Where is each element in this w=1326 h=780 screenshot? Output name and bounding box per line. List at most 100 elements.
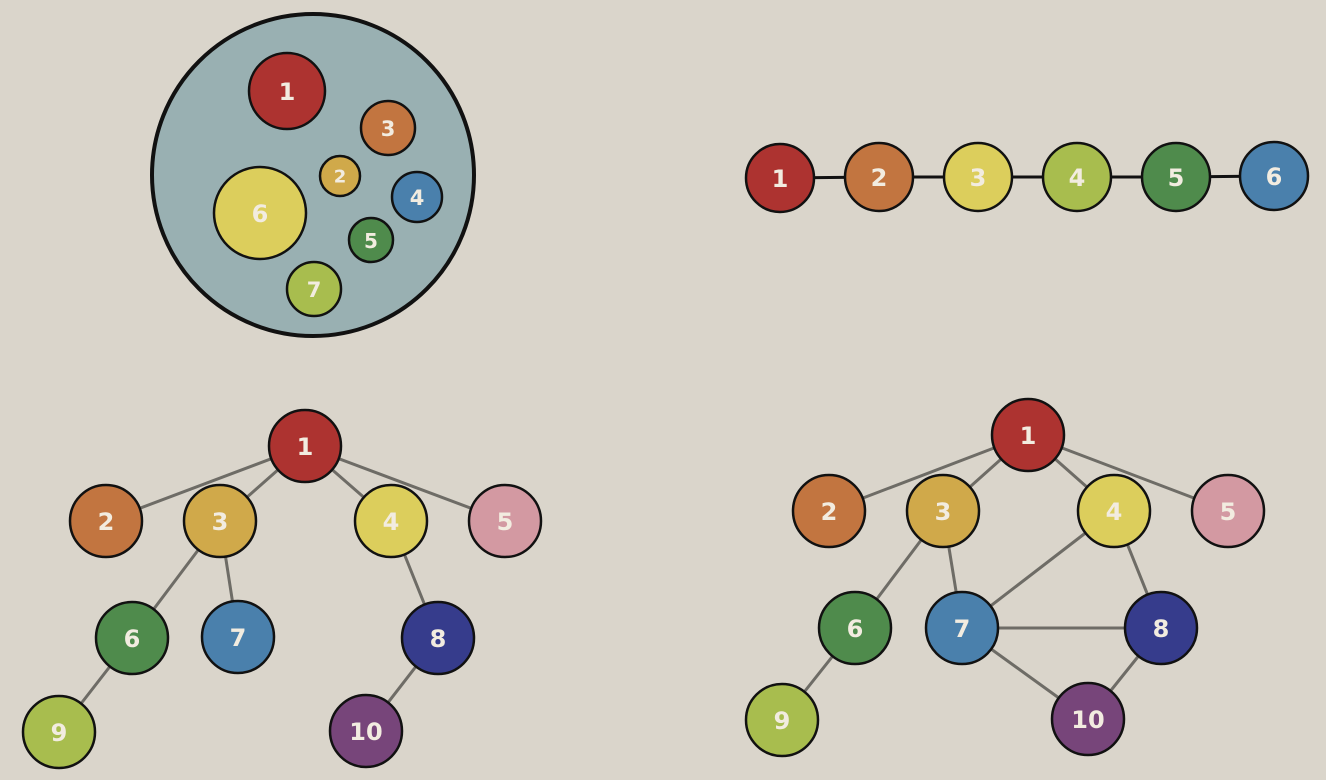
tree-node-3-circle	[182, 483, 258, 559]
tree-node-9-circle	[21, 694, 97, 770]
tree-node-8-circle	[400, 600, 476, 676]
tree-node-9-label: 9	[51, 719, 68, 747]
graph-node-4-label: 4	[1106, 498, 1123, 526]
graph-node-7: 7	[924, 590, 1000, 666]
list-node-6-circle	[1238, 140, 1310, 212]
tree-node-1: 1	[267, 408, 343, 484]
graph-node-10: 10	[1050, 681, 1126, 757]
graph-node-1-circle	[990, 397, 1066, 473]
set-node-4-circle	[390, 170, 444, 224]
graph-node-10-label: 10	[1071, 706, 1104, 734]
graph-node-8-label: 8	[1153, 615, 1170, 643]
tree-node-2-label: 2	[98, 508, 115, 536]
set-node-5-label: 5	[364, 229, 378, 253]
list-node-1-label: 1	[772, 165, 789, 193]
tree-node-5: 5	[467, 483, 543, 559]
graph-node-8: 8	[1123, 590, 1199, 666]
tree-node-7-label: 7	[230, 624, 247, 652]
set-node-2-label: 2	[334, 167, 347, 188]
list-node-2-circle	[843, 141, 915, 213]
tree-node-5-label: 5	[497, 508, 514, 536]
tree-node-5-circle	[467, 483, 543, 559]
list-node-3-label: 3	[970, 164, 987, 192]
set-boundary-circle	[150, 12, 476, 338]
graph-node-9-label: 9	[774, 707, 791, 735]
tree-node-7: 7	[200, 599, 276, 675]
graph-node-9-circle	[744, 682, 820, 758]
linked-list-diagram: 1 2 3 4 5 6	[744, 140, 1310, 214]
set-node-5-circle	[347, 216, 395, 264]
tree-node-6-circle	[94, 600, 170, 676]
graph-diagram: 1 2 3 4 5 6 7 8 9 10	[744, 397, 1266, 758]
graph-node-5: 5	[1190, 473, 1266, 549]
graph-node-1: 1	[990, 397, 1066, 473]
set-node-7-circle	[285, 260, 343, 318]
graph-node-4: 4	[1076, 473, 1152, 549]
tree-node-6-label: 6	[124, 625, 141, 653]
set-node-2-circle	[318, 154, 362, 198]
list-node-5-circle	[1140, 141, 1212, 213]
graph-node-10-circle	[1050, 681, 1126, 757]
graph-node-2-label: 2	[821, 498, 838, 526]
list-node-3: 3	[942, 141, 1014, 213]
set-node-6-label: 6	[252, 200, 269, 228]
tree-node-10: 10	[328, 693, 404, 769]
graph-node-5-label: 5	[1220, 498, 1237, 526]
set-node-6-circle	[212, 165, 308, 261]
tree-node-4: 4	[353, 483, 429, 559]
tree-node-3-label: 3	[212, 508, 229, 536]
list-node-6: 6	[1238, 140, 1310, 212]
tree-node-4-label: 4	[383, 508, 400, 536]
tree-node-1-circle	[267, 408, 343, 484]
set-node-5: 5	[347, 216, 395, 264]
tree-node-8: 8	[400, 600, 476, 676]
tree-node-2: 2	[68, 483, 144, 559]
graph-node-3-label: 3	[935, 498, 952, 526]
tree-diagram: 1 2 3 4 5 6 7 8 9 10	[21, 408, 543, 770]
set-node-3-circle	[359, 99, 417, 157]
tree-node-3: 3	[182, 483, 258, 559]
tree-node-6: 6	[94, 600, 170, 676]
graph-node-2: 2	[791, 473, 867, 549]
set-node-7: 7	[285, 260, 343, 318]
list-node-5-label: 5	[1168, 164, 1185, 192]
tree-node-7-circle	[200, 599, 276, 675]
graph-node-6: 6	[817, 590, 893, 666]
graph-node-4-circle	[1076, 473, 1152, 549]
set-node-1-circle	[247, 51, 327, 131]
tree-node-8-label: 8	[430, 625, 447, 653]
tree-node-9: 9	[21, 694, 97, 770]
list-node-3-circle	[942, 141, 1014, 213]
list-node-4: 4	[1041, 141, 1113, 213]
list-node-1: 1	[744, 142, 816, 214]
set-node-7-label: 7	[307, 278, 322, 302]
graph-node-9: 9	[744, 682, 820, 758]
set-node-4: 4	[390, 170, 444, 224]
set-diagram: 1 2 3 4 5 6 7	[150, 12, 476, 338]
tree-node-4-circle	[353, 483, 429, 559]
set-node-6: 6	[212, 165, 308, 261]
list-node-1-circle	[744, 142, 816, 214]
list-node-6-label: 6	[1266, 163, 1283, 191]
list-node-4-circle	[1041, 141, 1113, 213]
tree-node-10-label: 10	[349, 718, 382, 746]
graph-node-5-circle	[1190, 473, 1266, 549]
list-node-2: 2	[843, 141, 915, 213]
graph-node-3-circle	[905, 473, 981, 549]
tree-node-1-label: 1	[297, 433, 314, 461]
list-node-5: 5	[1140, 141, 1212, 213]
tree-node-2-circle	[68, 483, 144, 559]
list-node-4-label: 4	[1069, 164, 1086, 192]
set-node-3: 3	[359, 99, 417, 157]
set-node-4-label: 4	[410, 186, 425, 210]
graph-node-6-circle	[817, 590, 893, 666]
graph-node-7-label: 7	[954, 615, 971, 643]
set-node-1-label: 1	[279, 78, 296, 106]
list-node-2-label: 2	[871, 164, 888, 192]
graph-node-6-label: 6	[847, 615, 864, 643]
tree-node-10-circle	[328, 693, 404, 769]
graph-node-1-label: 1	[1020, 422, 1037, 450]
graph-node-2-circle	[791, 473, 867, 549]
set-node-3-label: 3	[381, 117, 396, 141]
